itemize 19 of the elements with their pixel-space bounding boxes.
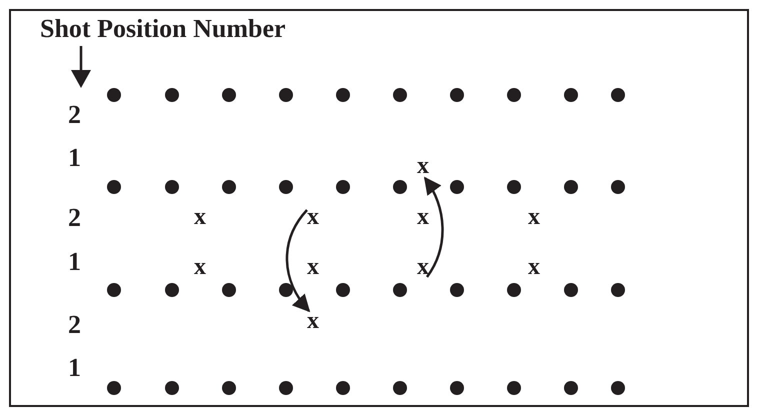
- x-mark: x: [192, 258, 208, 278]
- x-mark: x: [305, 312, 321, 332]
- x-mark: x: [305, 258, 321, 278]
- x-mark: x: [415, 157, 431, 177]
- x-mark: x: [192, 208, 208, 228]
- heading: Shot Position Number: [40, 16, 286, 42]
- row-number: 1: [68, 355, 81, 381]
- x-mark: x: [415, 258, 431, 278]
- row-number: 1: [68, 145, 81, 171]
- x-mark: x: [526, 258, 542, 278]
- row-number: 2: [68, 312, 81, 338]
- curved-arrow: [424, 176, 444, 278]
- curved-arrow: [286, 209, 310, 312]
- row-number: 1: [68, 249, 81, 275]
- x-mark: x: [415, 208, 431, 228]
- x-mark: x: [526, 208, 542, 228]
- row-number: 2: [68, 102, 81, 128]
- x-mark: x: [305, 208, 321, 228]
- row-number: 2: [68, 205, 81, 231]
